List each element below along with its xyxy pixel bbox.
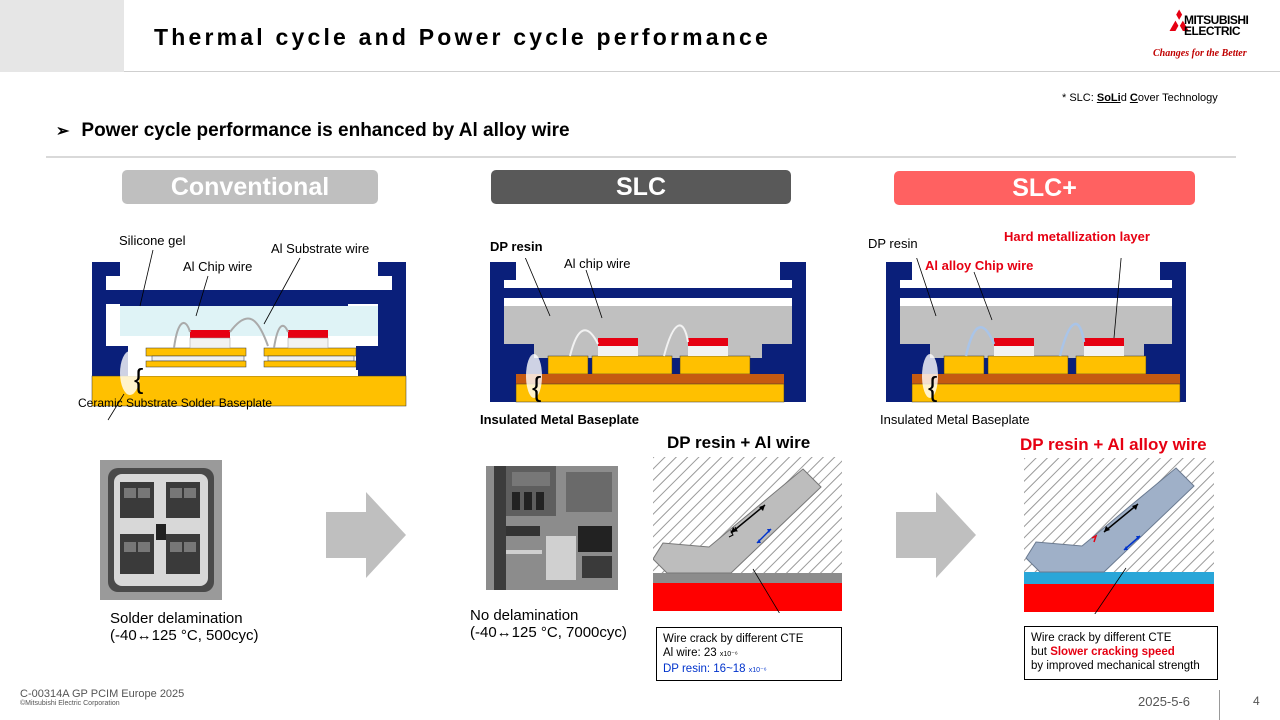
slcplus-box-line-3: by improved mechanical strength xyxy=(1031,660,1200,672)
slc-explanation-box: Wire crack by different CTE Al wire: 23 … xyxy=(656,627,842,681)
conventional-caption-line-1: Solder delamination xyxy=(110,610,243,627)
solder-delamination-photo xyxy=(100,460,222,600)
slcplus-box-prefix: but xyxy=(1031,646,1051,658)
slc-box-unit: x10⁻⁶ xyxy=(719,651,738,658)
logo-line-2: ELECTRIC xyxy=(1184,24,1241,38)
slc-footnote: * SLC: SoLid Cover Technology xyxy=(1062,92,1218,104)
al-alloy-wire xyxy=(1025,467,1195,573)
slc-caption-line-2: (-40↔125 °C, 7000cyc) xyxy=(470,624,627,641)
label-al-alloy-chip-wire: Al alloy Chip wire xyxy=(925,258,1034,273)
note-c: C xyxy=(1129,92,1138,104)
note-rest: over Technology xyxy=(1137,92,1218,104)
slcplus-explanation-box: Wire crack by different CTE but Slower c… xyxy=(1024,626,1218,680)
note-d: d xyxy=(1120,92,1130,104)
insulation-layer xyxy=(516,374,784,384)
slcplus-box-line-1: Wire crack by different CTE xyxy=(1031,632,1172,644)
slcplus-box-line-2: but Slower cracking speed xyxy=(1031,645,1211,659)
header-bar xyxy=(0,0,124,72)
footer-copyright: ©Mitsubishi Electric Corporation xyxy=(20,700,120,707)
label-silicone-gel: Silicone gel xyxy=(119,233,186,248)
slcplus-box-highlight: Slower cracking speed xyxy=(1050,646,1175,658)
headline-divider xyxy=(46,156,1236,158)
svg-text:{: { xyxy=(532,371,541,402)
slc-detail-title: DP resin + Al wire xyxy=(667,433,811,452)
mitsubishi-logo xyxy=(1169,9,1189,31)
label-hard-metallization: Hard metallization layer xyxy=(1004,229,1150,244)
header-divider xyxy=(124,71,1280,72)
logo-line-1: MITSUBISHI xyxy=(1184,13,1249,27)
conventional-caption: Solder delamination (-40↔125 °C, 500cyc) xyxy=(110,610,259,644)
label-conventional-bottom: Ceramic Substrate Solder Baseplate xyxy=(78,396,273,410)
note-prefix: * SLC: xyxy=(1062,92,1097,104)
svg-text:{: { xyxy=(134,363,143,394)
headline: ➢ Power cycle performance is enhanced by … xyxy=(56,120,570,142)
logo-tagline: Changes for the Better xyxy=(1153,48,1247,59)
metal-baseplate xyxy=(515,383,785,403)
slc-caption-line-1: No delamination xyxy=(470,607,579,624)
slc-box-dp-resin: DP resin: 16~18 x10⁻⁶ xyxy=(663,662,835,678)
slc-plus-cross-section: { xyxy=(886,258,1186,403)
label-dp-resin: DP resin xyxy=(490,239,543,254)
page-number: 4 xyxy=(1253,694,1260,708)
lid-bar xyxy=(120,292,378,300)
no-delamination-photo xyxy=(486,466,618,590)
slcplus-detail-title: DP resin + Al alloy wire xyxy=(1020,435,1207,454)
silicone-gel xyxy=(120,306,378,336)
al-wire xyxy=(653,468,822,574)
right-arrow-icon xyxy=(326,492,406,578)
slc-box-unit-2: x10⁻⁶ xyxy=(748,667,767,674)
slcplus-wire-crack-detail xyxy=(1024,458,1214,614)
slide-title: Thermal cycle and Power cycle performanc… xyxy=(154,24,771,50)
slc-caption: No delamination (-40↔125 °C, 7000cyc) xyxy=(470,607,627,641)
note-so: So xyxy=(1096,92,1111,104)
dp-resin xyxy=(504,306,792,358)
note-li: Li xyxy=(1110,92,1121,104)
label-al-chip-wire: Al Chip wire xyxy=(183,259,253,274)
footer-date: 2025-5-6 xyxy=(1138,694,1191,709)
slc-box-al-wire-text: Al wire: 23 xyxy=(663,647,717,659)
baseplate xyxy=(91,375,407,407)
conventional-cross-section: { xyxy=(91,249,407,421)
slc-box-al-wire: Al wire: 23 x10⁻⁶ xyxy=(663,646,835,662)
slc-box-line-1: Wire crack by different CTE xyxy=(663,633,804,645)
slc-wire-crack-detail xyxy=(653,457,842,613)
label-slc-baseplate: Insulated Metal Baseplate xyxy=(480,412,639,427)
footer-code: C-00314A GP PCIM Europe 2025 xyxy=(20,688,185,700)
slc-cross-section: { xyxy=(490,258,806,403)
svg-text:{: { xyxy=(928,371,937,402)
right-arrow-icon xyxy=(896,492,976,578)
label-slc-al-chip-wire: Al chip wire xyxy=(564,256,631,271)
footer-separator xyxy=(1219,690,1220,720)
headline-text: Power cycle performance is enhanced by A… xyxy=(81,120,570,141)
conventional-caption-line-2: (-40↔125 °C, 500cyc) xyxy=(110,627,259,644)
label-slcplus-baseplate: Insulated Metal Baseplate xyxy=(880,412,1030,427)
bullet-arrow-icon: ➢ xyxy=(56,123,70,140)
slc-plus-header: SLC+ xyxy=(894,171,1195,205)
slc-header: SLC xyxy=(491,170,791,204)
slc-box-dp-resin-text: DP resin: 16~18 xyxy=(663,663,746,675)
label-al-substrate-wire: Al Substrate wire xyxy=(271,241,370,256)
label-slcplus-dp-resin: DP resin xyxy=(868,236,918,251)
conventional-header: Conventional xyxy=(122,170,378,204)
logo-text: MITSUBISHI ELECTRIC xyxy=(1184,13,1249,38)
